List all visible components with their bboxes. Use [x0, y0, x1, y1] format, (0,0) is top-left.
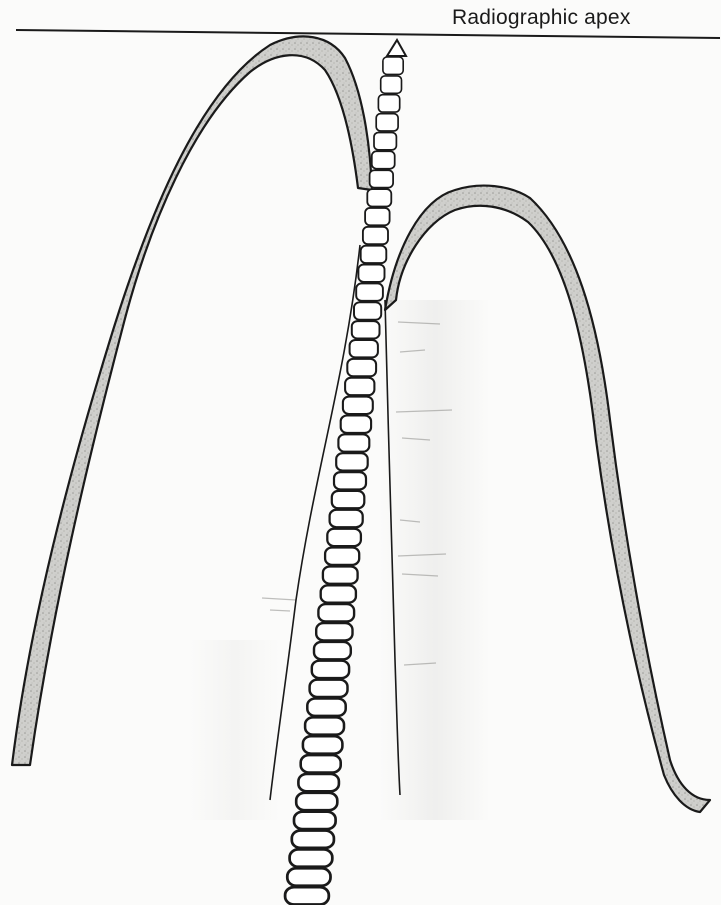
- file-segment: [301, 755, 341, 772]
- file-segment: [356, 283, 383, 300]
- file-segment: [323, 566, 358, 583]
- file-segment: [383, 57, 403, 74]
- file-segment: [298, 774, 339, 791]
- file-segment: [376, 114, 398, 131]
- file-segment: [292, 831, 334, 848]
- file-segment: [330, 510, 363, 527]
- file-segment: [303, 736, 343, 753]
- file-segment: [374, 133, 396, 150]
- file-segment: [345, 378, 374, 395]
- file-segment: [338, 434, 369, 451]
- file-segment: [372, 151, 395, 168]
- file-segment: [294, 812, 336, 829]
- file-segment: [341, 416, 371, 433]
- file-segment: [318, 604, 354, 621]
- file-segment: [312, 661, 349, 678]
- file-segment: [336, 453, 368, 470]
- file-segment: [361, 246, 387, 263]
- file-segment: [296, 793, 337, 810]
- radiographic-apex-line: [16, 30, 720, 38]
- file-segment: [287, 868, 330, 885]
- file-segment: [367, 189, 391, 206]
- file-segment: [352, 321, 380, 338]
- file-segment: [363, 227, 388, 244]
- file-segment: [381, 76, 402, 93]
- file-segment: [305, 717, 344, 734]
- file-segment: [290, 849, 333, 866]
- file-segment: [334, 472, 366, 489]
- radiographic-apex-label: Radiographic apex: [452, 6, 631, 30]
- file-segment: [354, 302, 381, 319]
- file-segment: [316, 623, 352, 640]
- file-segment: [307, 699, 345, 716]
- file-segment: [325, 548, 359, 565]
- file-segment: [358, 265, 384, 282]
- file-segment: [327, 529, 361, 546]
- file-segment: [321, 585, 356, 602]
- file-segment: [310, 680, 348, 697]
- file-segment: [378, 95, 399, 112]
- file-segment: [314, 642, 351, 659]
- file-segment: [347, 359, 376, 376]
- file-tip: [387, 40, 406, 56]
- file-segment: [285, 887, 329, 904]
- file-segment: [365, 208, 390, 225]
- file-segment: [332, 491, 365, 508]
- file-segment: [370, 170, 394, 187]
- file-segment: [350, 340, 378, 357]
- file-segment: [343, 397, 373, 414]
